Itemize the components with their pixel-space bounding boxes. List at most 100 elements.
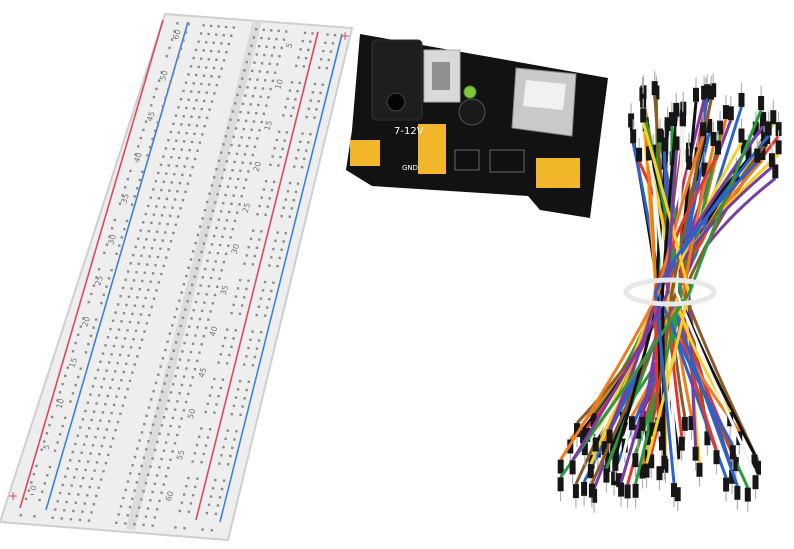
breadboard-hole — [195, 73, 198, 77]
breadboard-hole — [202, 24, 205, 27]
breadboard-hole — [167, 164, 170, 167]
breadboard-hole — [165, 407, 168, 411]
breadboard-hole — [74, 501, 77, 504]
breadboard-hole — [89, 334, 93, 338]
breadboard-hole — [121, 345, 124, 348]
breadboard-hole — [124, 488, 127, 492]
breadboard-hole — [185, 132, 188, 135]
breadboard-hole — [270, 54, 274, 57]
breadboard-hole — [301, 39, 304, 43]
breadboard-hole — [172, 72, 175, 75]
breadboard-hole — [200, 82, 203, 86]
breadboard-hole — [127, 295, 131, 298]
breadboard-hole — [79, 485, 82, 488]
breadboard-hole — [206, 259, 209, 262]
jumper-connector — [715, 140, 721, 155]
breadboard-hole — [247, 380, 250, 383]
breadboard-hole — [129, 169, 132, 173]
breadboard-hole — [135, 271, 138, 274]
breadboard-hole — [125, 219, 129, 223]
column-number: 25 — [241, 202, 253, 214]
breadboard-hole — [217, 218, 220, 221]
breadboard-hole — [251, 95, 255, 98]
breadboard-hole — [119, 294, 122, 298]
breadboard-hole — [77, 493, 80, 496]
breadboard-hole — [257, 45, 261, 48]
jumper-connector — [727, 106, 734, 121]
breadboard-hole — [133, 455, 137, 459]
breadboard-hole — [197, 292, 200, 295]
breadboard-hole — [245, 287, 248, 291]
breadboard-hole — [207, 83, 211, 86]
column-number: 25 — [93, 274, 105, 286]
breadboard-hole — [179, 98, 183, 101]
breadboard-hole — [235, 430, 238, 433]
breadboard-hole — [241, 102, 245, 105]
breadboard-hole — [223, 227, 226, 230]
breadboard-hole — [219, 353, 222, 356]
breadboard-hole — [135, 481, 139, 484]
breadboard-hole — [232, 337, 235, 340]
breadboard-hole — [250, 44, 253, 47]
breadboard-hole — [245, 355, 248, 358]
jumper-connector — [772, 164, 779, 179]
breadboard-hole — [121, 286, 125, 290]
rail-red-right — [195, 31, 319, 521]
breadboard-hole — [136, 447, 139, 450]
breadboard-hole — [286, 97, 289, 100]
jumper-connector — [704, 431, 711, 446]
breadboard-hole — [290, 81, 294, 84]
breadboard-hole — [251, 364, 255, 367]
breadboard-hole — [249, 162, 252, 165]
breadboard-hole — [128, 320, 132, 324]
breadboard-hole — [189, 258, 193, 261]
breadboard-hole — [175, 164, 178, 168]
breadboard-hole — [154, 381, 158, 385]
breadboard-hole — [262, 112, 266, 115]
breadboard-hole — [182, 89, 185, 93]
jumper-connector — [706, 118, 713, 133]
breadboard-hole — [164, 231, 167, 234]
breadboard-hole — [188, 149, 191, 152]
breadboard-hole — [208, 108, 211, 111]
breadboard-hole — [81, 418, 85, 421]
jumper-connector — [738, 92, 745, 107]
breadboard-hole — [227, 244, 230, 247]
breadboard-hole — [116, 303, 120, 306]
breadboard-hole — [153, 482, 157, 485]
breadboard-hole — [160, 272, 163, 276]
breadboard-hole — [202, 49, 205, 52]
breadboard-hole — [194, 48, 198, 52]
jumper-connector — [729, 469, 736, 484]
breadboard-hole — [200, 309, 204, 313]
breadboard-hole — [181, 173, 184, 177]
breadboard-hole — [173, 198, 177, 201]
breadboard-hole — [224, 437, 227, 440]
green-led — [463, 85, 477, 99]
jumper-connector — [729, 445, 736, 460]
breadboard-hole — [169, 80, 172, 83]
breadboard-hole — [282, 206, 285, 209]
breadboard-hole — [203, 301, 206, 304]
breadboard-hole — [56, 441, 59, 444]
breadboard-hole — [251, 263, 254, 266]
breadboard-hole — [89, 393, 92, 396]
breadboard-hole — [94, 377, 97, 380]
breadboard-hole — [268, 298, 271, 301]
breadboard-hole — [78, 518, 82, 522]
breadboard-hole — [147, 229, 151, 233]
breadboard-hole — [246, 145, 249, 148]
breadboard-hole — [149, 431, 152, 435]
breadboard-hole — [129, 346, 133, 349]
breadboard-hole — [70, 484, 73, 487]
breadboard-hole — [179, 207, 182, 210]
breadboard-hole — [198, 351, 201, 354]
breadboard-hole — [166, 340, 169, 343]
breadboard-hole — [280, 214, 283, 218]
breadboard-hole — [107, 361, 111, 364]
breadboard-hole — [179, 47, 183, 50]
breadboard-hole — [285, 131, 289, 134]
breadboard-hole — [257, 339, 261, 342]
breadboard-hole — [144, 481, 148, 485]
breadboard-hole — [217, 159, 221, 162]
